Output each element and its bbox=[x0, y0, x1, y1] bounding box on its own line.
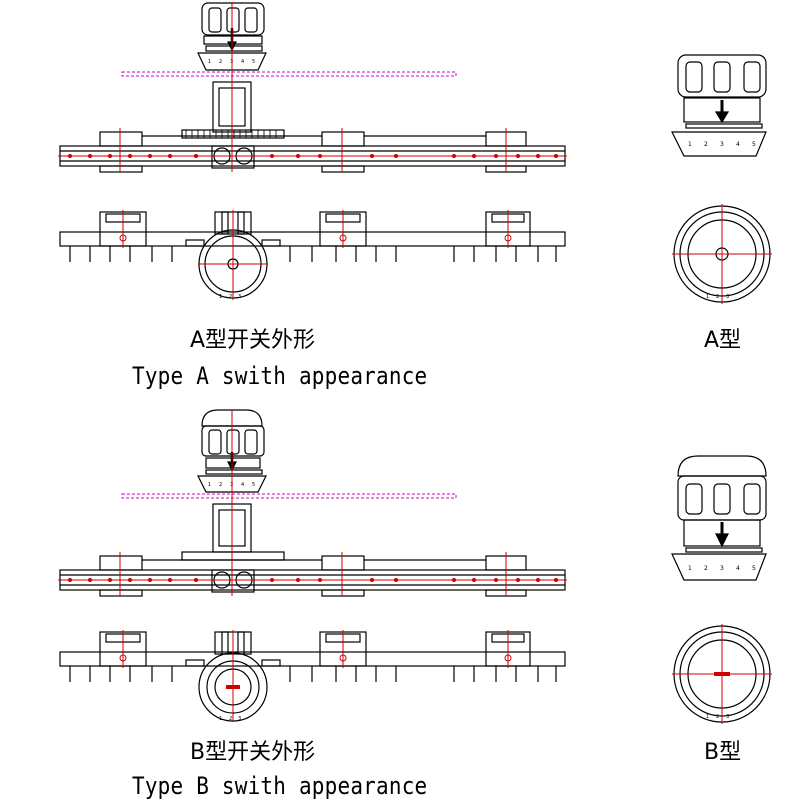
svg-text:1: 1 bbox=[219, 294, 222, 300]
type-b-centerlines bbox=[58, 410, 567, 596]
type-a-side-label: A型 bbox=[704, 328, 742, 353]
type-b-caption-cn: B型开关外形 bbox=[190, 740, 316, 765]
svg-text:3: 3 bbox=[238, 716, 241, 722]
svg-text:4: 4 bbox=[241, 59, 244, 65]
svg-text:4: 4 bbox=[736, 141, 740, 148]
type-a-side-centerlines bbox=[672, 204, 772, 304]
svg-text:2: 2 bbox=[704, 141, 708, 148]
type-a-top-centerlines bbox=[119, 210, 512, 300]
svg-text:1: 1 bbox=[688, 565, 692, 572]
type-a-guide-line bbox=[121, 71, 457, 77]
svg-text:4: 4 bbox=[736, 565, 740, 572]
svg-text:2: 2 bbox=[219, 59, 222, 65]
type-b-side-knob: 1 2 3 4 5 bbox=[671, 455, 767, 581]
svg-text:1: 1 bbox=[208, 482, 211, 488]
svg-text:3: 3 bbox=[238, 294, 241, 300]
svg-text:1: 1 bbox=[688, 141, 692, 148]
svg-text:3: 3 bbox=[720, 565, 724, 572]
type-a-top-pins bbox=[69, 246, 557, 262]
svg-text:1: 1 bbox=[706, 714, 709, 720]
svg-text:2: 2 bbox=[716, 294, 719, 300]
svg-text:5: 5 bbox=[252, 482, 255, 488]
svg-text:2: 2 bbox=[716, 714, 719, 720]
svg-text:5: 5 bbox=[252, 59, 255, 65]
type-a-caption-cn: A型开关外形 bbox=[190, 328, 316, 353]
type-b-side-centerlines bbox=[672, 624, 772, 724]
svg-text:1: 1 bbox=[706, 294, 709, 300]
svg-text:3: 3 bbox=[720, 141, 724, 148]
svg-text:2: 2 bbox=[219, 482, 222, 488]
type-a-centerlines bbox=[58, 2, 567, 172]
svg-text:4: 4 bbox=[241, 482, 244, 488]
type-a-caption-en: Type A swith appearance bbox=[132, 362, 428, 390]
type-b-guide-line bbox=[121, 493, 457, 499]
svg-text:2: 2 bbox=[704, 565, 708, 572]
svg-text:5: 5 bbox=[752, 141, 756, 148]
type-b-side-label: B型 bbox=[704, 740, 742, 765]
svg-text:3: 3 bbox=[726, 714, 729, 720]
svg-text:5: 5 bbox=[752, 565, 756, 572]
type-b-top-centerlines bbox=[119, 630, 512, 722]
type-a-side-knob: 1 2 3 4 5 bbox=[671, 54, 767, 157]
svg-text:2: 2 bbox=[229, 716, 232, 722]
svg-text:1: 1 bbox=[219, 716, 222, 722]
type-b-caption-en: Type B swith appearance bbox=[132, 772, 428, 800]
svg-text:2: 2 bbox=[229, 294, 232, 300]
svg-text:1: 1 bbox=[208, 59, 211, 65]
svg-text:3: 3 bbox=[726, 294, 729, 300]
